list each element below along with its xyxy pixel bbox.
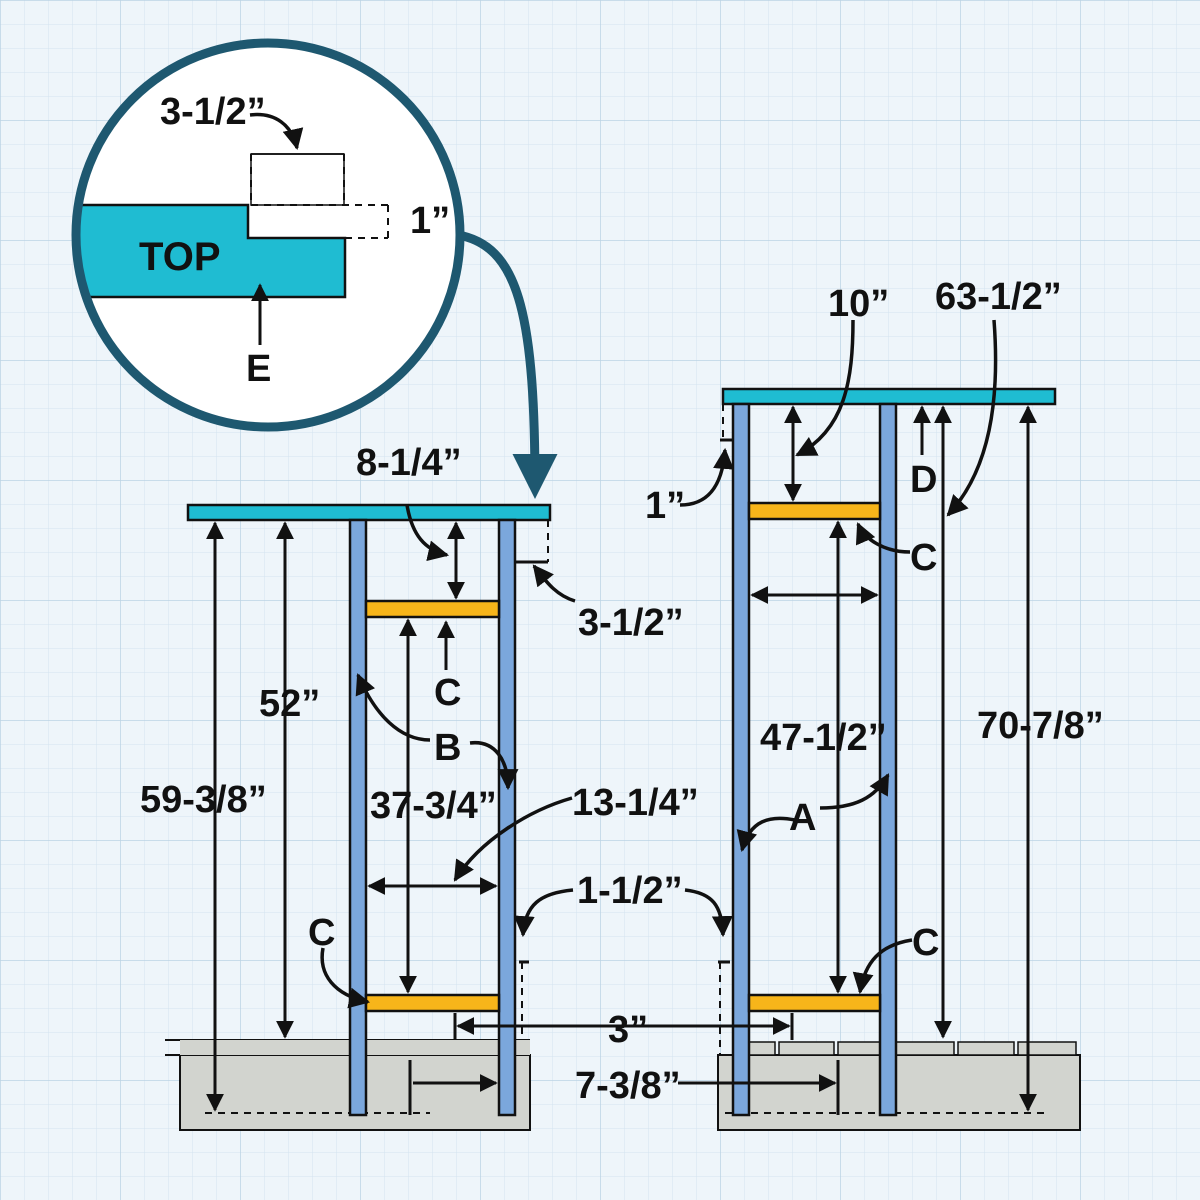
left-frame: [186, 503, 552, 1117]
left-inner-width-label: 13-1/4”: [572, 782, 699, 824]
left-brace-span-label: 37-3/4”: [370, 785, 497, 827]
right-top-height-label: 63-1/2”: [935, 276, 1062, 318]
ground-left: [165, 1039, 531, 1131]
leg-spacing-label: 7-3/8”: [575, 1065, 681, 1107]
left-leg-inner: [348, 518, 368, 1117]
right-brace-bottom: [747, 993, 882, 1013]
left-top-to-brace-label: 8-1/4”: [356, 442, 462, 484]
left-overhang-label: 3-1/2”: [578, 602, 684, 644]
right-leg-outer: [878, 402, 898, 1117]
right-top-board: [721, 387, 1057, 406]
right-top-to-brace-label: 10”: [828, 283, 889, 325]
top-board-label: TOP: [139, 235, 221, 279]
left-brace-bottom: [364, 993, 501, 1013]
left-brace-top-label: C: [434, 672, 461, 714]
ground-right: [717, 1041, 1081, 1131]
left-brace-top: [364, 599, 501, 619]
gap-label: 3”: [608, 1009, 648, 1051]
left-overall-height-label: 59-3/8”: [140, 779, 267, 821]
right-leg-label: A: [789, 797, 816, 839]
right-brace-top-label: C: [910, 537, 937, 579]
part-e-label: E: [246, 348, 271, 390]
right-brace-span-label: 47-1/2”: [760, 717, 887, 759]
part-d-label: D: [910, 459, 937, 501]
left-leg-outer: [497, 518, 517, 1117]
left-brace-bottom-label: C: [308, 912, 335, 954]
left-top-board: [186, 503, 552, 522]
right-leg-inner: [731, 402, 751, 1117]
notch-width-label: 3-1/2”: [160, 91, 266, 133]
right-dimension-lines: [453, 319, 1037, 1115]
right-brace-bottom-label: C: [912, 922, 939, 964]
right-overall-height-label: 70-7/8”: [977, 705, 1104, 747]
offset-label: 1-1/2”: [577, 870, 683, 912]
right-brace-top: [747, 501, 882, 521]
left-top-height-label: 52”: [259, 683, 320, 725]
detail-callout: [71, 38, 558, 499]
right-frame: [721, 387, 1057, 1117]
left-dimension-lines: [206, 504, 576, 1115]
right-notch-label: 1”: [645, 485, 685, 527]
notch-depth-label: 1”: [410, 200, 450, 242]
left-leg-label: B: [434, 727, 461, 769]
